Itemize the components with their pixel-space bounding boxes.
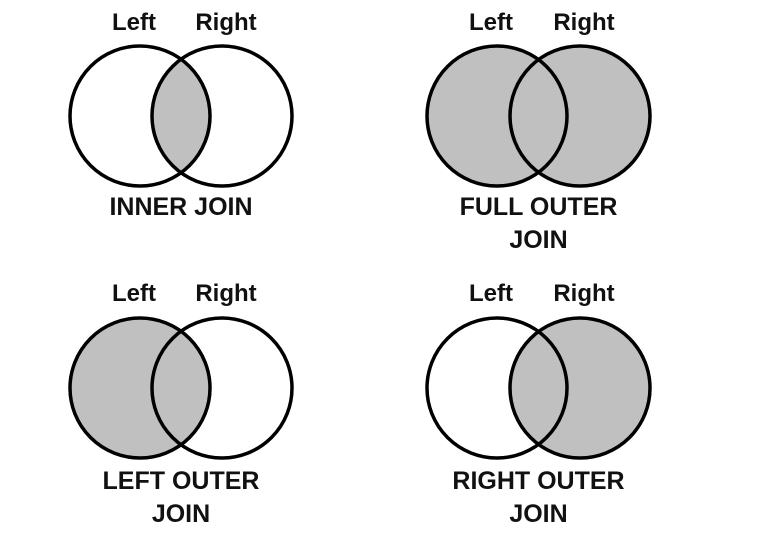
caption-line: JOIN [509,226,567,254]
right-label: Right [553,9,614,36]
left-circle [68,44,212,188]
caption-line: JOIN [152,500,210,528]
caption-line: JOIN [509,500,567,528]
right-set-shading [510,46,650,186]
right-circle [508,316,652,460]
right-circle [508,44,652,188]
left-set-shading [70,318,210,458]
left-circle [425,44,569,188]
caption-line: FULL OUTER [460,193,618,221]
left-label: Left [469,9,513,36]
right-set-shading [510,318,650,458]
right-label: Right [195,9,256,36]
left-circle [425,316,569,460]
right-circle [150,44,294,188]
left-label: Left [112,280,156,307]
caption-line: RIGHT OUTER [452,467,624,495]
caption-line: LEFT OUTER [103,467,260,495]
right-label: Right [195,280,256,307]
left-circle [68,316,212,460]
left-label: Left [112,9,156,36]
intersection-shading [152,46,210,186]
right-circle [150,316,294,460]
caption-line: INNER JOIN [109,193,252,221]
right-label: Right [553,280,614,307]
left-label: Left [469,280,513,307]
